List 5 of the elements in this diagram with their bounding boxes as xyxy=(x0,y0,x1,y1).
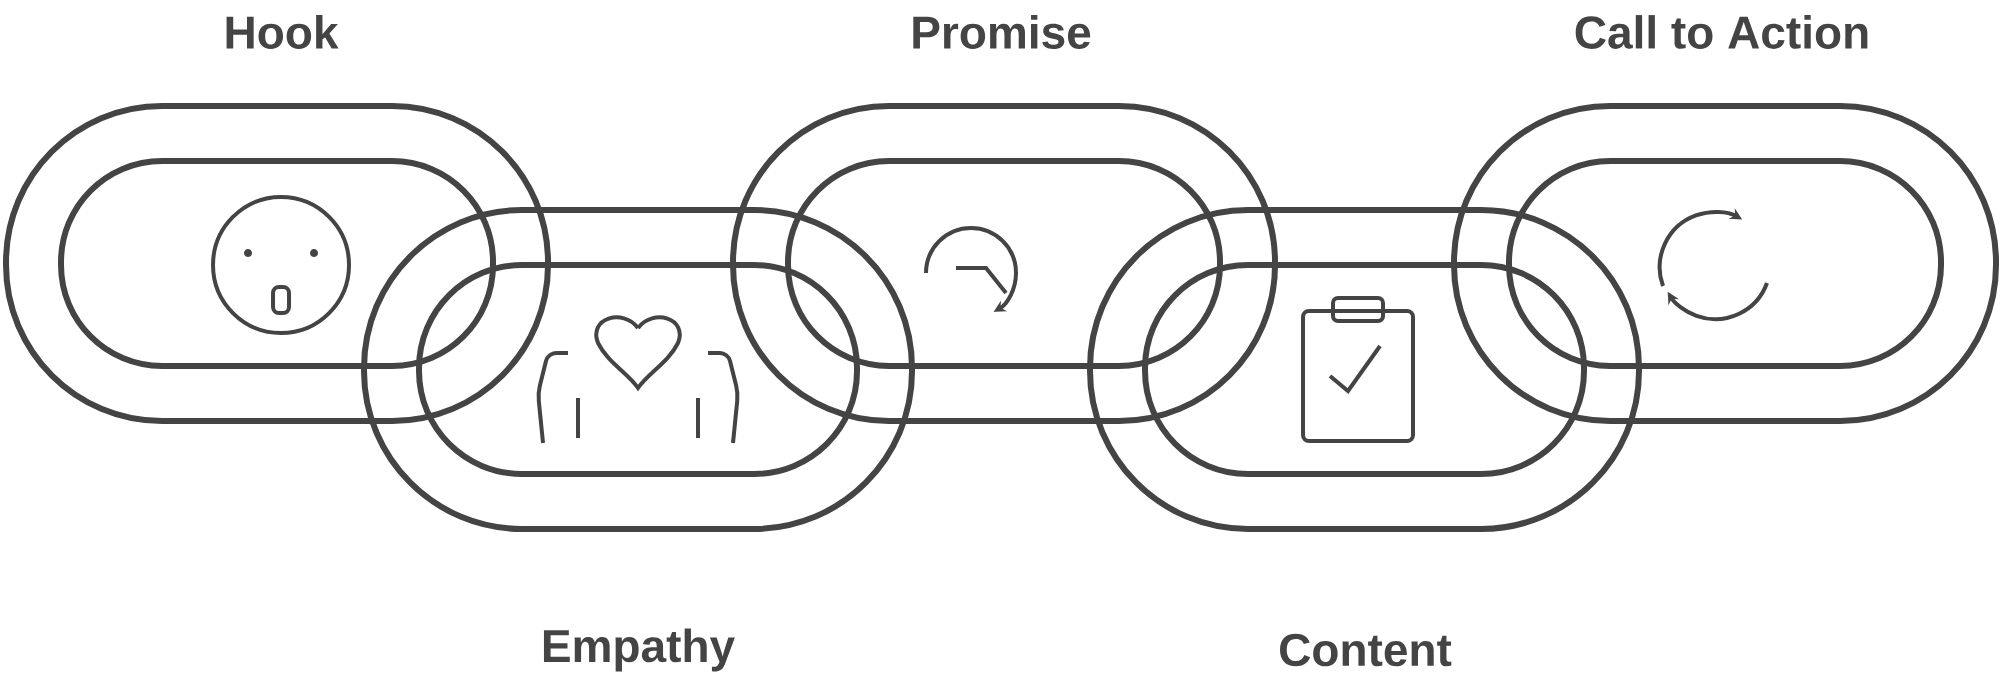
link-label: Content xyxy=(1280,633,1452,667)
link-label: Empathy xyxy=(543,628,735,672)
link-label: Call to Action xyxy=(1575,15,1868,49)
link-label: Promise xyxy=(913,15,1091,49)
link-label: Hook xyxy=(226,15,339,49)
